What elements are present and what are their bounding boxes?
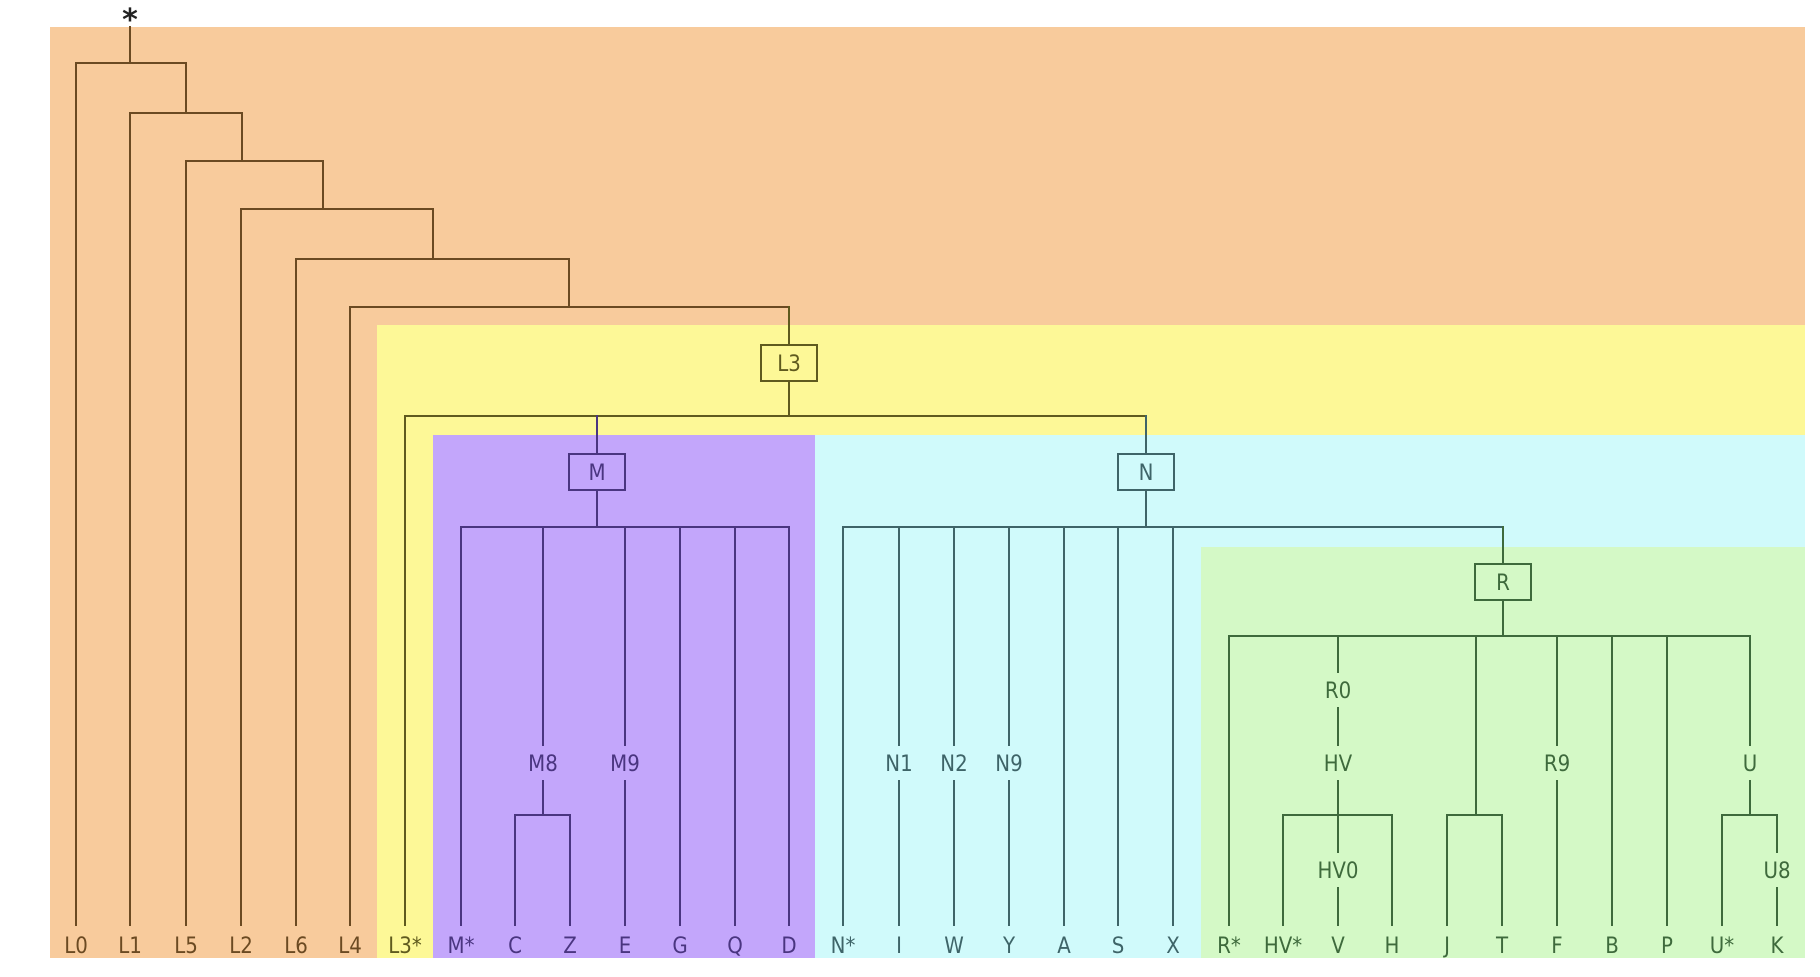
leaf-label: S	[1112, 934, 1125, 959]
leaf-label: L3*	[388, 934, 422, 959]
node-box-m: M	[568, 453, 626, 491]
leaf-label: L2	[229, 934, 253, 959]
root-marker: *	[122, 3, 138, 38]
node-label: M	[588, 461, 605, 486]
tree-branches	[75, 26, 1778, 926]
node-label-u8: U8	[1763, 859, 1790, 884]
leaf-label: Y	[1002, 934, 1016, 959]
node-label-m8: M8	[528, 752, 558, 777]
leaf-label: J	[1442, 934, 1450, 959]
leaf-label: B	[1605, 934, 1619, 959]
leaf-label: L4	[338, 934, 362, 959]
leaf-label: T	[1495, 934, 1509, 959]
leaf-label: F	[1551, 934, 1562, 959]
node-label: L3	[777, 352, 801, 377]
node-label-m9: M9	[610, 752, 640, 777]
node-box-r: R	[1474, 563, 1532, 601]
leaf-label: W	[944, 934, 964, 959]
boxed-nodes: L3M N R	[568, 344, 1532, 601]
leaf-label: Q	[727, 934, 743, 959]
leaf-label: D	[781, 934, 796, 959]
leaf-labels: L0 L1 L5 L2 L6 L4 L3* M* C Z E G Q D N* I W Y A S X R* HV* V H J T…	[64, 934, 1784, 959]
leaf-label: X	[1166, 934, 1180, 959]
leaf-label: HV*	[1264, 934, 1302, 959]
leaf-label: N*	[831, 934, 856, 959]
node-label: R	[1496, 571, 1510, 596]
leaf-label: P	[1661, 934, 1673, 959]
leaf-label: M*	[448, 934, 475, 959]
leaf-label: Z	[563, 934, 577, 959]
leaf-label: L6	[284, 934, 308, 959]
node-label: N	[1139, 461, 1154, 486]
leaf-label: R*	[1217, 934, 1241, 959]
leaf-label: H	[1385, 934, 1400, 959]
haplogroup-regions	[50, 27, 1805, 958]
node-label-n2: N2	[940, 752, 967, 777]
leaf-label: I	[896, 934, 902, 959]
leaf-label: L1	[118, 934, 142, 959]
node-label-hv: HV	[1324, 752, 1353, 777]
leaf-label: V	[1331, 934, 1345, 959]
node-label-r0: R0	[1325, 679, 1351, 704]
node-label-n1: N1	[885, 752, 912, 777]
node-label-r9: R9	[1544, 752, 1570, 777]
leaf-label: L5	[174, 934, 198, 959]
node-label-n9: N9	[995, 752, 1022, 777]
leaf-label: L0	[64, 934, 88, 959]
node-box-l3: L3	[760, 344, 818, 382]
leaf-label: G	[672, 934, 687, 959]
leaf-label: E	[619, 934, 632, 959]
leaf-label: K	[1771, 934, 1785, 959]
leaf-label: A	[1057, 934, 1071, 959]
node-label-hv0: HV0	[1317, 859, 1358, 884]
leaf-label: U*	[1710, 934, 1734, 959]
node-box-n: N	[1117, 453, 1175, 491]
leaf-label: C	[508, 934, 522, 959]
node-label-u: U	[1743, 752, 1758, 777]
